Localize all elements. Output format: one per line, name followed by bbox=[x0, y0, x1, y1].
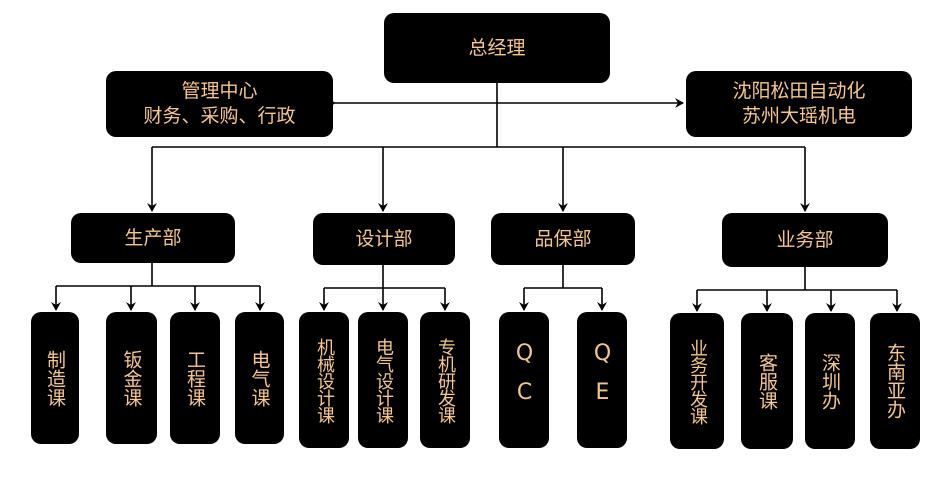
node-unit-mechanical-design: 机械设计课 bbox=[299, 312, 349, 448]
node-affiliates: 沈阳松田自动化 苏州大瑶机电 bbox=[686, 71, 912, 137]
node-label: 钣金课 bbox=[120, 349, 143, 407]
node-unit-shenzhen-office: 深圳办 bbox=[805, 313, 855, 449]
node-management-center: 管理中心 财务、采购、行政 bbox=[106, 71, 333, 137]
node-label: 生产部 bbox=[124, 226, 182, 249]
node-label: 东南亚办 bbox=[884, 343, 906, 419]
node-unit-qc: QC bbox=[499, 312, 549, 448]
node-label: 品保部 bbox=[534, 227, 592, 250]
node-unit-qe: QE bbox=[577, 312, 627, 448]
node-label: 管理中心 财务、采购、行政 bbox=[143, 80, 296, 127]
node-label: 深圳办 bbox=[819, 352, 841, 410]
node-label: 业务开发课 bbox=[687, 338, 708, 424]
node-dept-sales: 业务部 bbox=[722, 213, 888, 267]
node-label: 设计部 bbox=[355, 227, 413, 250]
node-dept-production: 生产部 bbox=[71, 213, 235, 263]
node-dept-design: 设计部 bbox=[313, 213, 455, 265]
node-label: QC bbox=[512, 341, 537, 419]
node-label: 专机研发课 bbox=[435, 337, 456, 423]
node-label: 客服课 bbox=[756, 352, 778, 410]
node-label: 机械设计课 bbox=[314, 337, 335, 423]
node-unit-special-machine-rd: 专机研发课 bbox=[420, 312, 470, 448]
node-unit-manufacturing: 制造课 bbox=[31, 312, 79, 444]
node-label: QE bbox=[590, 341, 615, 419]
node-unit-electrical-design: 电气设计课 bbox=[358, 312, 408, 448]
node-label: 业务部 bbox=[776, 228, 834, 251]
node-unit-business-development: 业务开发课 bbox=[670, 313, 724, 449]
node-unit-engineering: 工程课 bbox=[170, 312, 220, 444]
node-label: 工程课 bbox=[184, 349, 206, 407]
node-label: 制造课 bbox=[44, 349, 66, 407]
node-unit-southeast-asia-office: 东南亚办 bbox=[870, 313, 920, 449]
node-label: 沈阳松田自动化 苏州大瑶机电 bbox=[732, 80, 866, 127]
node-unit-sheet-metal: 钣金课 bbox=[106, 312, 157, 444]
node-general-manager: 总经理 bbox=[384, 13, 610, 83]
node-label: 电气课 bbox=[248, 349, 271, 407]
node-label: 电气设计课 bbox=[373, 337, 394, 423]
node-label: 总经理 bbox=[468, 36, 526, 59]
node-dept-qa: 品保部 bbox=[491, 213, 635, 265]
node-unit-electrical: 电气课 bbox=[235, 312, 284, 444]
node-unit-customer-service: 客服课 bbox=[741, 313, 793, 449]
